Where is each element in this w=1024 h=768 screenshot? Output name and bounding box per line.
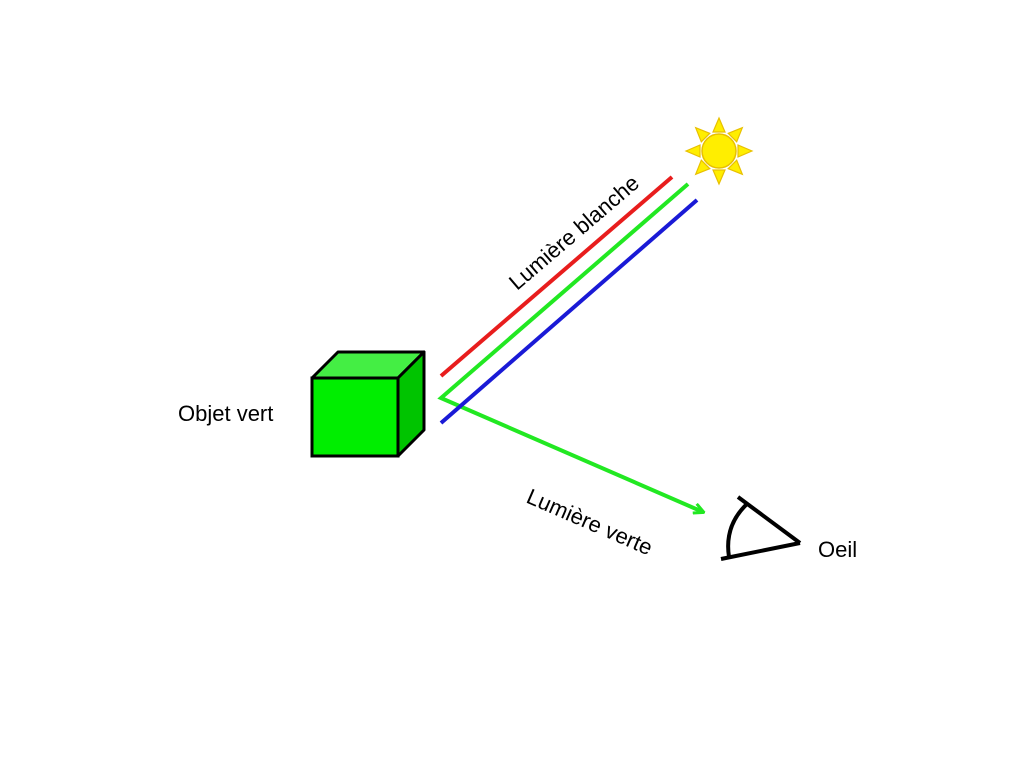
cube-front-face	[310, 376, 400, 458]
sun-ray	[712, 169, 726, 186]
sun-ray	[694, 159, 711, 176]
white-light-label: Lumière blanche	[504, 170, 644, 295]
blue-ray	[439, 198, 699, 425]
cube-icon	[310, 350, 426, 458]
sun-ray	[694, 126, 711, 143]
sun-icon	[684, 116, 754, 186]
eye-icon	[720, 495, 802, 561]
object-label: Objet vert	[178, 401, 273, 426]
green-light-label: Lumière verte	[523, 484, 656, 561]
sun-ray	[712, 116, 726, 133]
sun-ray	[737, 144, 754, 158]
sun-ray	[684, 144, 701, 158]
eye-label: Oeil	[818, 537, 857, 562]
sun-ray	[727, 159, 744, 176]
red-ray	[439, 175, 674, 378]
green-ray-incident-reflected	[437, 182, 703, 512]
sun-ray	[727, 126, 744, 143]
